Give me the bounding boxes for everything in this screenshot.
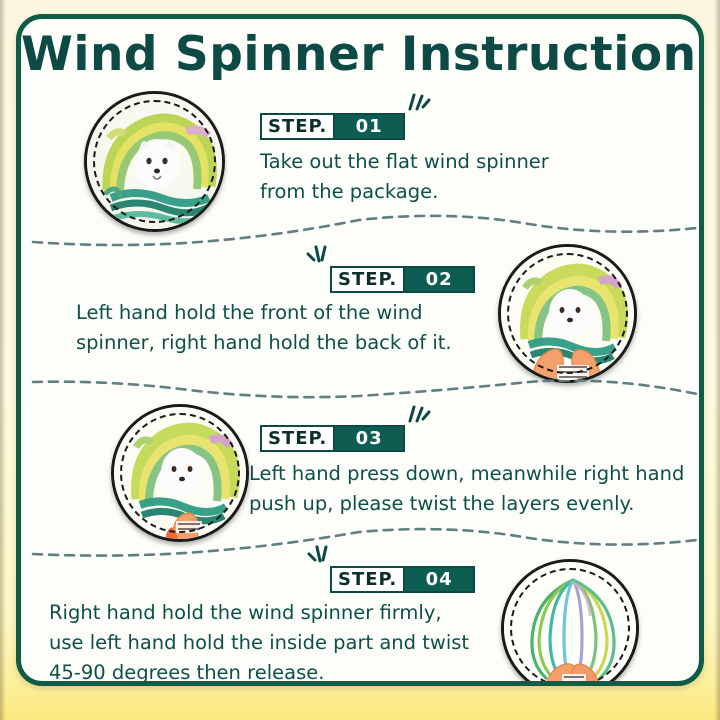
step-2-badge-number: 02: [425, 269, 453, 290]
step-4-sparkle-icon: [306, 543, 332, 565]
step-3-badge-number: 03: [355, 428, 383, 449]
divider-2: [29, 368, 699, 408]
left-edge-shadow: [0, 0, 6, 720]
step-4-dashed-ring: [510, 568, 630, 681]
step-1-sparkle-icon: [405, 91, 431, 113]
step-1-text: Take out the flat wind spinner from the …: [260, 150, 549, 203]
step-1-badge-number: 01: [355, 116, 383, 137]
step-1-image: [84, 91, 225, 232]
step-3-badge-label: STEP.: [262, 427, 336, 450]
step-4-badge-label: STEP.: [332, 568, 406, 591]
step-4-image: [501, 559, 639, 681]
step-2-text: Left hand hold the front of the wind spi…: [76, 301, 452, 354]
step-1-badge-label: STEP.: [262, 115, 336, 138]
divider-1: [29, 212, 699, 252]
step-2-image: [498, 244, 637, 383]
step-2-badge-label: STEP.: [332, 268, 406, 291]
step-3-text: Left hand press down, meanwhile right ha…: [249, 462, 685, 515]
step-2-dashed-ring: [507, 253, 628, 374]
right-edge-shadow: [714, 0, 720, 720]
poster-frame: Wind Spinner Instructions: [16, 14, 704, 686]
step-3-sparkle-icon: [405, 403, 431, 425]
step-2-sparkle-icon: [305, 243, 331, 265]
step-4-badge: STEP. 04: [330, 566, 475, 593]
page-title: Wind Spinner Instructions: [21, 27, 704, 82]
step-1-dashed-ring: [93, 100, 216, 223]
step-4-text: Right hand hold the wind spinner firmly,…: [49, 601, 470, 684]
step-1-badge: STEP. 01: [260, 113, 405, 140]
step-2-badge: STEP. 02: [330, 266, 475, 293]
step-3-badge: STEP. 03: [260, 425, 405, 452]
step-4-badge-number: 04: [425, 569, 453, 590]
divider-3: [29, 524, 699, 564]
step-3-image: [111, 404, 249, 542]
step-3-dashed-ring: [120, 413, 240, 533]
